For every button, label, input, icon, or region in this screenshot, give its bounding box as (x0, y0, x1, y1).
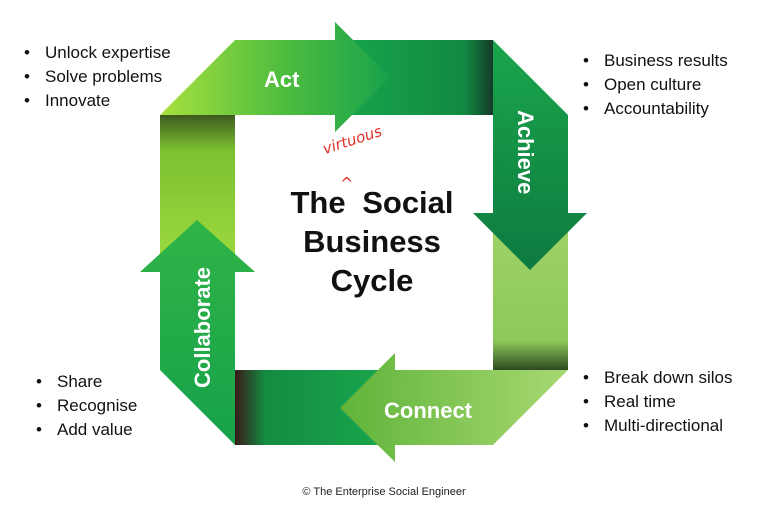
achieve-arrow-body (473, 40, 587, 270)
bullet-item: Break down silos (577, 366, 733, 390)
connect-arrow: Connect (235, 353, 568, 462)
bullet-item: Real time (577, 390, 733, 414)
bullet-item: Share (30, 370, 137, 394)
bullet-item: Add value (30, 418, 137, 442)
connect-arrow-body (340, 353, 568, 462)
act-arrow-body (160, 22, 390, 132)
title-word-social: Social (362, 185, 454, 220)
achieve-arrow: Achieve (473, 40, 587, 370)
bullet-item: Innovate (18, 89, 171, 113)
bullet-item: Unlock expertise (18, 41, 171, 65)
collaborate-arrow-body (140, 220, 255, 445)
bullet-item: Business results (577, 49, 728, 73)
insert-caret: ^ (340, 174, 354, 193)
collaborate-arrow: Collaborate (140, 115, 255, 445)
achieve-arrow-tail (493, 225, 568, 370)
achieve-label: Achieve (513, 110, 538, 194)
top-right-bullets: Business results Open culture Accountabi… (577, 49, 728, 121)
copyright-footer: © The Enterprise Social Engineer (302, 486, 466, 498)
act-label: Act (264, 67, 300, 92)
bullet-item: Open culture (577, 73, 728, 97)
collaborate-arrow-tail (160, 115, 235, 255)
connect-arrow-tail (235, 370, 385, 445)
bullet-item: Multi-directional (577, 414, 733, 438)
collaborate-label: Collaborate (190, 267, 215, 388)
bottom-right-bullets: Break down silos Real time Multi-directi… (577, 366, 733, 438)
act-arrow-tail (352, 40, 493, 115)
center-title: The Social Business Cycle (262, 183, 482, 300)
act-arrow: Act (160, 22, 493, 132)
bullet-item: Solve problems (18, 65, 171, 89)
bullet-item: Recognise (30, 394, 137, 418)
title-word-the: The (290, 185, 346, 220)
bottom-left-bullets: Share Recognise Add value (30, 370, 137, 442)
title-line-1: The Social (262, 183, 482, 222)
top-left-bullets: Unlock expertise Solve problems Innovate (18, 41, 171, 113)
title-line-2: Business (303, 224, 441, 259)
connect-label: Connect (384, 398, 473, 423)
bullet-item: Accountability (577, 97, 728, 121)
title-line-3: Cycle (330, 263, 414, 298)
